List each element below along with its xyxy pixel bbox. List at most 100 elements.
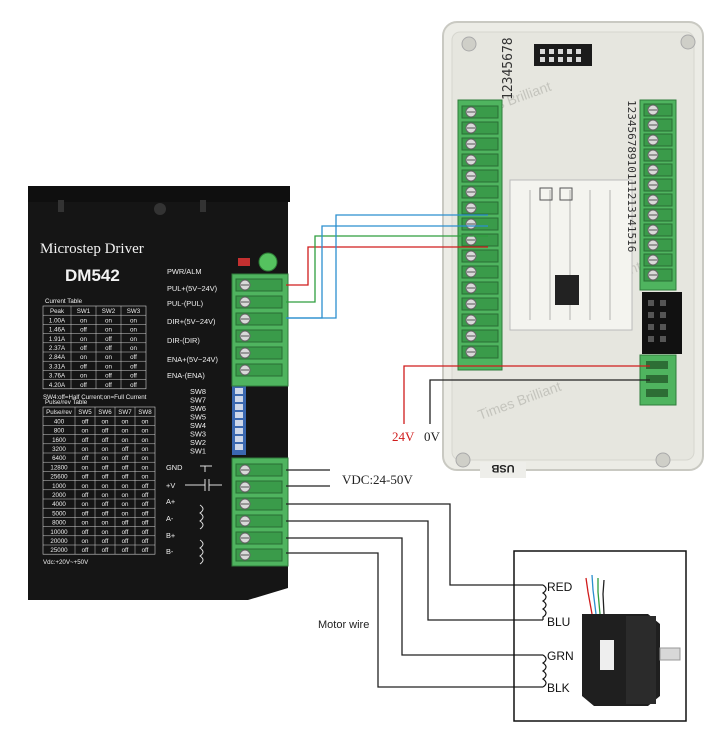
pulse-table-cell: 8000 <box>52 520 66 527</box>
pulse-table-cell: off <box>122 474 129 481</box>
pulse-table-cell: on <box>122 510 129 517</box>
usb-label-bg <box>480 462 526 478</box>
wire-red-signal <box>286 246 488 286</box>
pulse-table-header-cell: Pulse/rev <box>46 409 73 416</box>
current-table-border <box>42 305 147 390</box>
current-table-cell: 2.37A <box>49 345 66 352</box>
current-table-note: SW4:off=Half Current;on=Full Current <box>43 394 147 401</box>
driver-slot-1 <box>58 200 64 212</box>
switch-label: SW4 <box>190 421 206 430</box>
mount-hole-tr <box>680 34 696 50</box>
label-0v: 0V <box>424 429 441 444</box>
pulse-table-cell: off <box>102 501 109 508</box>
controller-left-terminal-screws <box>461 105 499 359</box>
pulse-table-cell: off <box>122 455 129 462</box>
driver-slot-2 <box>200 200 206 212</box>
current-table-cell: off <box>80 345 87 352</box>
signal-label: DIR+(5V~24V) <box>167 317 215 326</box>
controller-logo <box>555 275 579 305</box>
power-label: B+ <box>166 531 175 540</box>
pulse-table-cell: 1000 <box>52 483 66 490</box>
checkbox-1 <box>539 187 553 201</box>
current-table-cell: on <box>80 373 87 380</box>
pulse-table-cell: off <box>102 437 109 444</box>
pulse-table-header-cell: SW5 <box>78 409 92 416</box>
signal-label: ENA-(ENA) <box>167 371 205 380</box>
pulse-table-cell: on <box>142 437 149 444</box>
stepper-driver: Microstep Driver DM542 Current TablePeak… <box>28 186 290 600</box>
current-table-cell: on <box>130 336 137 343</box>
current-table-cell: on <box>130 327 137 334</box>
pulse-table-cell: off <box>122 520 129 527</box>
wire-24v <box>403 365 650 424</box>
pulse-table-cell: 1600 <box>52 437 66 444</box>
driver-signal-screws <box>235 278 283 377</box>
current-table-cell: off <box>105 345 112 352</box>
power-label: B- <box>166 547 174 556</box>
pulse-table-cell: 400 <box>54 418 65 425</box>
current-table-cell: 1.91A <box>49 336 66 343</box>
pulse-table-cell: off <box>102 464 109 471</box>
controller-label-panel <box>509 179 633 331</box>
current-table-cell: off <box>130 382 137 389</box>
driver-top-edge <box>28 186 290 202</box>
wires <box>286 214 650 688</box>
power-label: +V <box>166 481 175 490</box>
current-table-title: Current Table <box>45 298 83 305</box>
pulse-table-cell: off <box>82 529 89 536</box>
driver-symbols <box>185 465 222 565</box>
pulse-table-cell: on <box>142 464 149 471</box>
pulse-table-cell: off <box>82 492 89 499</box>
label-motor-wire: Motor wire <box>318 619 369 631</box>
pulse-table-cell: off <box>82 455 89 462</box>
pulse-table-cell: on <box>82 464 89 471</box>
controller-top-pin-numbers: 12345678 <box>501 37 516 100</box>
wire-motor-blu <box>286 520 543 621</box>
current-table-cell: 3.31A <box>49 363 66 370</box>
power-label: GND <box>166 463 182 472</box>
pulse-table-cell: 6400 <box>52 455 66 462</box>
current-table-header-cell: Peak <box>50 308 65 315</box>
wire-green-signal <box>286 235 488 303</box>
pulse-table-cell: 800 <box>54 428 65 435</box>
pulse-table-header-cell: SW7 <box>118 409 132 416</box>
pulse-table-cell: 5000 <box>52 510 66 517</box>
driver-led-red <box>238 258 250 266</box>
pulse-table-cell: on <box>102 520 109 527</box>
pulse-table-cell: on <box>122 483 129 490</box>
current-table-cell: on <box>80 354 87 361</box>
pulse-table-cell: off <box>142 501 149 508</box>
current-table-cell: off <box>105 382 112 389</box>
current-table-cell: 4.20A <box>49 382 66 389</box>
pulse-table-cell: on <box>102 446 109 453</box>
pulse-table-cell: off <box>102 538 109 545</box>
top-header-connector <box>534 44 592 66</box>
current-table-cell: on <box>105 317 112 324</box>
current-table-header-cell: SW3 <box>127 308 141 315</box>
pulse-table-cell: off <box>142 483 149 490</box>
pulse-table-title: Pulse/rev Table <box>45 399 88 406</box>
pulse-table-cell: on <box>82 520 89 527</box>
pulse-table-cell: off <box>142 492 149 499</box>
pulse-table-cell: off <box>122 538 129 545</box>
motor-label-sticker <box>600 640 614 670</box>
pulse-table-cell: on <box>102 455 109 462</box>
pulse-table-cell: on <box>82 501 89 508</box>
motor-shaft <box>659 647 681 661</box>
driver-led-cap <box>258 252 278 272</box>
pulse-table-cell: 12800 <box>50 464 68 471</box>
mount-hole-bl <box>455 452 471 468</box>
current-table-cell: on <box>80 317 87 324</box>
motor-box: RED BLU GRN BLK <box>513 550 687 722</box>
current-table-cell: off <box>80 363 87 370</box>
driver-power-screws <box>235 463 283 562</box>
label-grn: GRN <box>547 649 574 663</box>
pulse-table-cell: on <box>82 538 89 545</box>
current-table-header-cell: SW1 <box>77 308 91 315</box>
pulse-table-cell: on <box>122 501 129 508</box>
pulse-table-cell: off <box>122 547 129 554</box>
